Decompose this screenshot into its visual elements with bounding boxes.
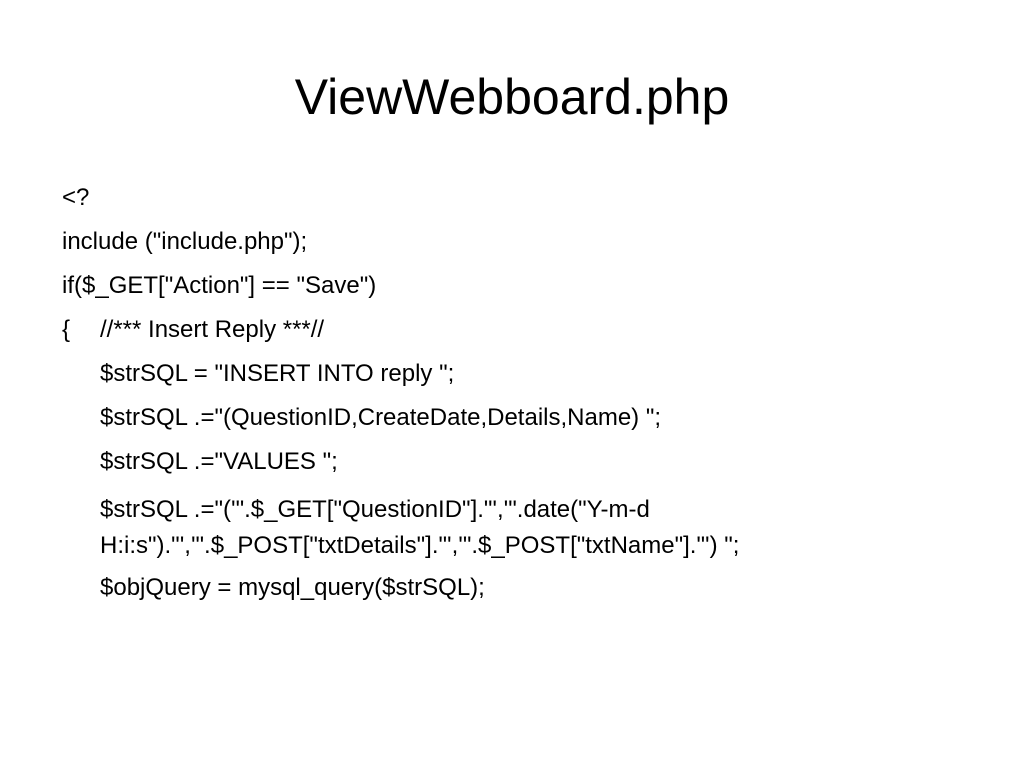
code-line-query: $objQuery = mysql_query($strSQL); (100, 574, 485, 601)
open-brace: { (62, 316, 71, 343)
code-line-if: if($_GET["Action"] == "Save") (62, 272, 377, 299)
code-line-include: include ("include.php"); (62, 228, 308, 255)
code-line-open-tag: <? (62, 184, 90, 211)
code-line-brace-comment: { //*** Insert Reply ***// (62, 316, 962, 344)
comment-text: //*** Insert Reply ***// (100, 316, 325, 343)
code-line-sql-values: $strSQL .="VALUES "; (100, 448, 338, 475)
code-line-sql-columns: $strSQL .="(QuestionID,CreateDate,Detail… (100, 404, 662, 431)
code-block: <? include ("include.php"); if($_GET["Ac… (62, 184, 962, 618)
code-line-sql-insert: $strSQL = "INSERT INTO reply "; (100, 360, 455, 387)
slide-title: ViewWebboard.php (294, 69, 730, 125)
code-line-sql-data: $strSQL .="('".$_GET["QuestionID"]."','"… (100, 496, 740, 559)
